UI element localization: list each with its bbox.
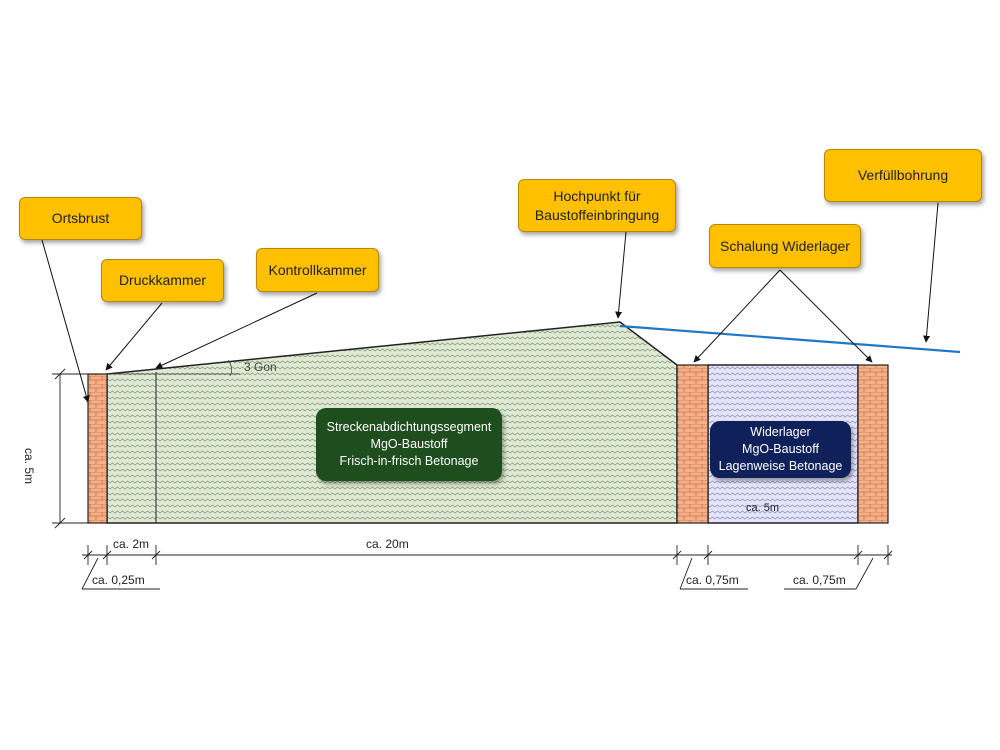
length-dimension xyxy=(81,545,893,590)
callout-verfuellbohrung-text: Verfüllbohrung xyxy=(857,167,949,184)
schalung-arrow-right xyxy=(779,269,873,363)
callout-verfuellbohrung: Verfüllbohrung xyxy=(824,149,982,202)
ortsbrust-arrow xyxy=(41,239,90,403)
height-dimension xyxy=(52,368,92,529)
angle-label: 3 Gon xyxy=(244,360,277,374)
angle-arc xyxy=(227,359,232,377)
schalung-arrow-left xyxy=(693,269,781,363)
schalung-wall-left xyxy=(676,364,709,524)
schalung-left-label: ca. 0,75m xyxy=(686,573,739,587)
schalung-wall-right xyxy=(857,364,889,524)
verfuellbohrung-line xyxy=(619,324,961,354)
widerlager-label-line1: Widerlager xyxy=(750,425,811,440)
druckkammer-length-label: ca. 2m xyxy=(113,537,150,551)
callout-hochpunkt: Hochpunkt für Baustoffeinbringung xyxy=(518,179,676,232)
segment-label-line2: MgO-Baustoff xyxy=(370,437,448,452)
segment-label-line3: Frisch-in-frisch Betonage xyxy=(339,453,479,468)
callout-ortsbrust: Ortsbrust xyxy=(19,197,142,240)
callout-schalung: Schalung Widerlager xyxy=(709,224,861,268)
callout-ortsbrust-text: Ortsbrust xyxy=(51,210,110,227)
widerlager-label-line3: Lagenweise Betonage xyxy=(718,458,843,473)
hochpunkt-arrow xyxy=(615,231,627,319)
widerlager-length-label: ca. 5m xyxy=(746,502,780,514)
verfuellbohrung-arrow xyxy=(923,202,939,343)
callout-druckkammer: Druckkammer xyxy=(101,259,224,302)
schalung-right-label: ca. 0,75m xyxy=(793,573,846,587)
callout-hochpunkt-line1: Hochpunkt für xyxy=(553,187,641,204)
segment-label-line1: Streckenabdichtungssegment xyxy=(326,420,492,435)
widerlager-label-line2: MgO-Baustoff xyxy=(742,442,819,457)
callout-hochpunkt-line2: Baustoffeinbringung xyxy=(534,206,660,223)
druckkammer-arrow xyxy=(105,302,163,371)
ortsbrust-wall xyxy=(87,373,108,524)
callout-kontrollkammer: Kontrollkammer xyxy=(256,248,379,292)
callout-druckkammer-text: Druckkammer xyxy=(118,272,207,289)
callout-kontrollkammer-text: Kontrollkammer xyxy=(268,261,367,278)
callout-schalung-text: Schalung Widerlager xyxy=(720,237,850,254)
widerlager-label: Widerlager MgO-Baustoff Lagenweise Beton… xyxy=(710,421,851,478)
ortsbrust-wall-label: ca. 0,25m xyxy=(92,573,145,587)
kontrollkammer-arrow xyxy=(155,292,318,369)
segment-length-label: ca. 20m xyxy=(366,537,409,551)
height-dimension-label: ca. 5m xyxy=(22,448,36,485)
segment-label: Streckenabdichtungssegment MgO-Baustoff … xyxy=(316,408,502,481)
